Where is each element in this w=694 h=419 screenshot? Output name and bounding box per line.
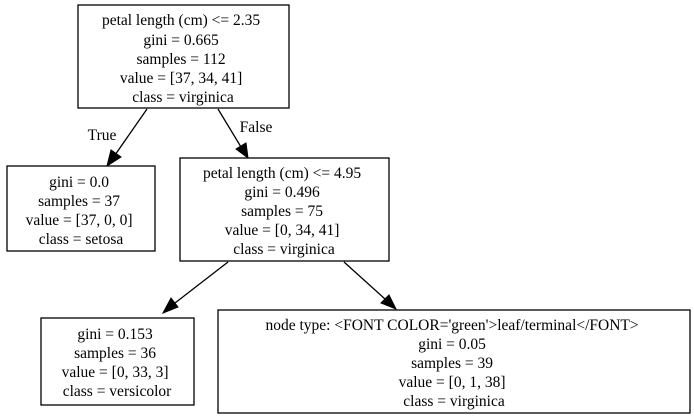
edge-split-2-to-terminal: [343, 261, 398, 310]
node-root-samples: samples = 112: [137, 51, 226, 68]
edge-label-true: True: [88, 127, 117, 144]
node-root-gini: gini = 0.665: [143, 32, 219, 49]
node-versicolor-samples: samples = 36: [74, 345, 156, 362]
node-split-2-condition: petal length (cm) <= 4.95: [203, 165, 361, 182]
node-split-2: petal length (cm) <= 4.95 gini = 0.496 s…: [179, 157, 390, 262]
node-terminal-value: value = [0, 1, 38]: [399, 374, 506, 391]
node-setosa-samples: samples = 37: [38, 193, 120, 210]
node-terminal-gini: gini = 0.05: [418, 336, 486, 353]
node-split-2-class: class = virginica: [233, 241, 335, 258]
node-terminal-leaf: node type: <FONT COLOR='green'>leaf/term…: [217, 309, 691, 414]
svg-text:gini = 0.0 samples = 37: gini = 0.0 samples = 37 value = [37, 0, …: [26, 174, 137, 248]
edge-split-2-to-versicolor: [161, 261, 229, 314]
node-setosa-value: value = [37, 0, 0]: [26, 212, 133, 229]
node-split-2-samples: samples = 75: [241, 203, 323, 220]
node-split-2-value: value = [0, 34, 41]: [225, 222, 340, 239]
node-setosa-gini: gini = 0.0: [49, 174, 109, 191]
svg-text:petal length (cm) <= 2.35: petal length (cm) <= 2.35 gini = 0.665 s…: [102, 12, 264, 106]
node-root-condition: petal length (cm) <= 2.35: [102, 12, 260, 29]
edge-label-false: False: [240, 119, 273, 136]
node-versicolor-gini: gini = 0.153: [77, 326, 153, 343]
node-versicolor-leaf: gini = 0.153 samples = 36 value = [0, 33…: [40, 317, 195, 406]
node-root: petal length (cm) <= 2.35 gini = 0.665 s…: [77, 4, 290, 109]
svg-text:gini = 0.153 samples = 3: gini = 0.153 samples = 36 value = [0, 33…: [62, 326, 173, 400]
node-setosa-leaf: gini = 0.0 samples = 37 value = [37, 0, …: [6, 165, 156, 252]
node-root-value: value = [37, 34, 41]: [120, 70, 242, 87]
node-split-2-gini: gini = 0.496: [244, 184, 320, 201]
svg-text:node type: <FONT COLOR='green': node type: <FONT COLOR='green'>leaf/term…: [265, 317, 642, 410]
edge-root-to-split-2: False: [217, 108, 273, 160]
node-terminal-samples: samples = 39: [411, 355, 493, 372]
node-terminal-class: class = virginica: [403, 393, 505, 410]
node-versicolor-value: value = [0, 33, 3]: [62, 364, 169, 381]
node-setosa-class: class = setosa: [39, 231, 124, 248]
node-root-class: class = virginica: [132, 89, 234, 106]
edge-root-to-setosa: True: [88, 108, 148, 168]
svg-text:petal length (cm) <= 4.95: petal length (cm) <= 4.95 gini = 0.496 s…: [203, 165, 365, 258]
node-versicolor-class: class = versicolor: [63, 383, 172, 400]
node-terminal-type: node type: <FONT COLOR='green'>leaf/term…: [265, 317, 638, 334]
